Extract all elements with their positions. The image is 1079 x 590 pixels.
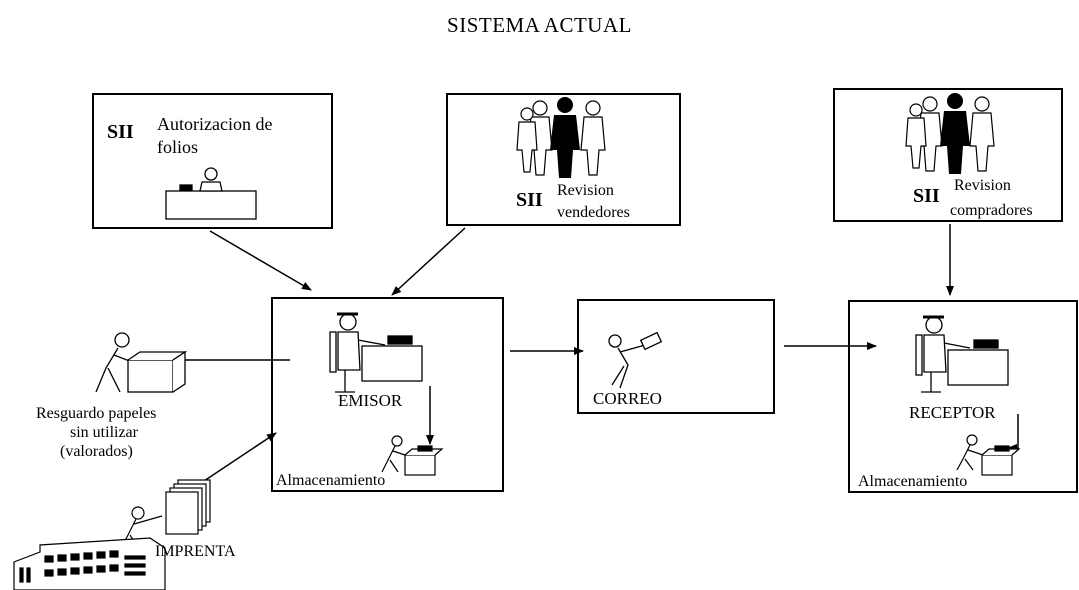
people-group-icon-sellers — [516, 97, 606, 178]
auth-label-line1: Autorizacion de — [157, 114, 273, 134]
receptor-storage-label: Almacenamiento — [858, 473, 968, 490]
worker-at-desk-icon-emisor — [329, 312, 423, 393]
diagram-title: SISTEMA ACTUAL — [447, 13, 632, 37]
sellers-label-line1: Revision — [557, 182, 614, 199]
emisor-storage-label: Almacenamiento — [276, 472, 386, 489]
resguardo-line1: Resguardo papeles — [36, 405, 157, 422]
arrow-imprenta-to-emisor — [197, 432, 277, 486]
storage-worker-icon-emisor — [381, 435, 444, 476]
auth-label-line2: folios — [157, 137, 199, 157]
arrow-sellers-to-emisor — [391, 227, 466, 296]
correo-label: CORREO — [593, 389, 662, 408]
emisor-label: EMISOR — [338, 391, 403, 410]
print-worker-icon — [119, 479, 211, 551]
sii-authorization-box — [92, 93, 333, 229]
resguardo-line2: sin utilizar — [70, 424, 138, 441]
correo-box — [577, 299, 775, 414]
arrow-auth-to-emisor — [209, 230, 312, 291]
buyers-label-line1: Revision — [954, 177, 1011, 194]
worker-at-desk-icon-receptor — [915, 315, 1009, 393]
people-group-icon-buyers — [905, 93, 995, 174]
factory-building-icon — [13, 537, 166, 590]
arrow-receptor-to-storage — [1007, 414, 1019, 452]
emisor-box — [271, 297, 504, 492]
worker-with-box-icon — [95, 332, 188, 393]
imprenta-label: IMPRENTA — [155, 543, 236, 560]
sellers-label-line2: vendedores — [557, 204, 630, 221]
storage-worker-icon-receptor — [956, 434, 1021, 476]
receptor-box — [848, 300, 1078, 493]
sii-label-buyers: SII — [913, 185, 940, 207]
resguardo-line3: (valorados) — [60, 443, 133, 460]
sii-label-sellers: SII — [516, 189, 543, 211]
receptor-label: RECEPTOR — [909, 403, 996, 422]
desk-clerk-icon — [165, 167, 257, 220]
sii-sellers-review-box — [446, 93, 681, 226]
mail-carrier-icon — [608, 331, 663, 389]
buyers-label-line2: compradores — [950, 202, 1033, 219]
sii-label-auth: SII — [107, 121, 134, 143]
